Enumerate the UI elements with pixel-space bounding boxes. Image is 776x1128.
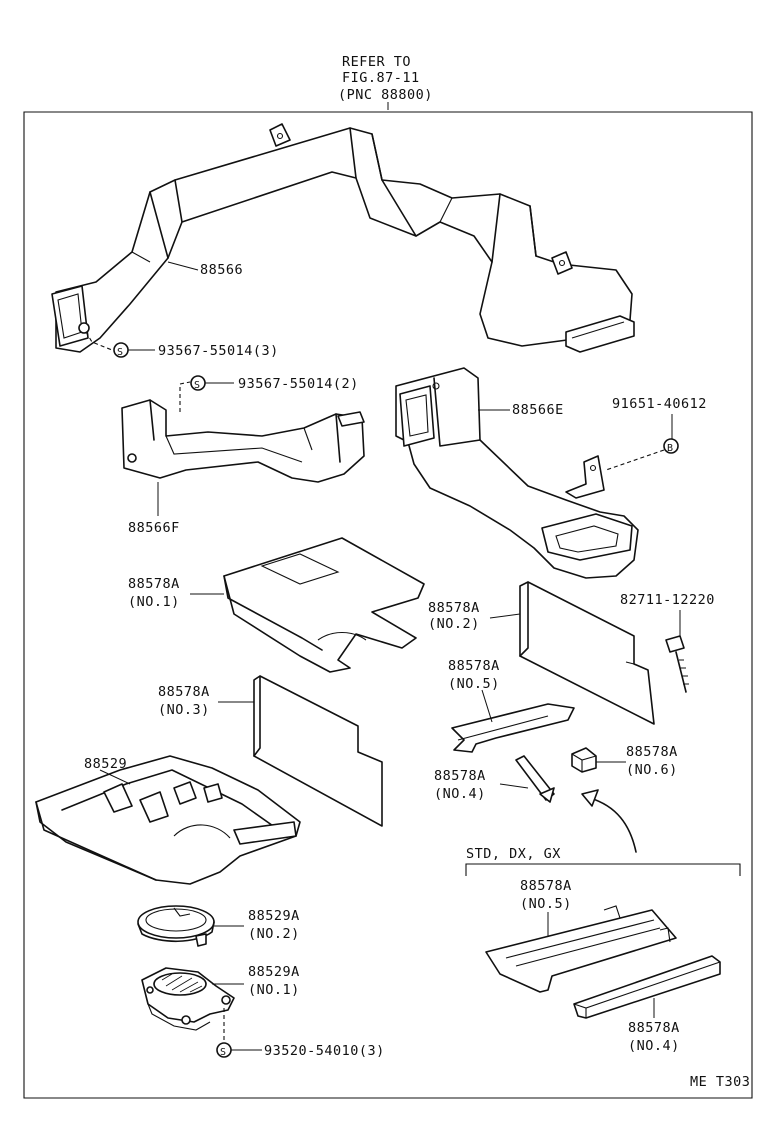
label-88529A-no1-part: 88529A — [248, 964, 300, 980]
duct-88566F — [121, 399, 365, 483]
label-88578A-no5-part: 88578A — [448, 658, 500, 674]
screw2-dash — [179, 381, 191, 412]
screw-icon: S — [216, 1042, 232, 1058]
label-88578A-no2-sub: (NO.2) — [428, 616, 480, 632]
pad-88578A-no3 — [253, 675, 383, 827]
svg-text:S: S — [194, 380, 201, 391]
label-std-88578A-no4-part: 88578A — [628, 1020, 680, 1036]
label-88566E: 88566E — [512, 402, 564, 418]
curved-arrow — [589, 797, 637, 853]
label-88578A-no6-part: 88578A — [626, 744, 678, 760]
label-88529A-no2-sub: (NO.2) — [248, 926, 300, 942]
refer-note-line2: FIG.87-11 — [342, 70, 420, 86]
clip-icon — [665, 635, 689, 693]
pad-88578A-no1 — [223, 537, 425, 673]
bar-88578A-no4 — [515, 755, 555, 803]
arrow-head — [581, 789, 599, 807]
refer-note-line1: REFER TO — [342, 54, 411, 70]
label-88578A-no1-sub: (NO.1) — [128, 594, 180, 610]
label-88578A-no6-sub: (NO.6) — [626, 762, 678, 778]
svg-text:S: S — [220, 1047, 227, 1058]
leader-88566 — [167, 261, 199, 271]
plate-88578A-no5 — [451, 703, 575, 753]
ladder-88578A-no5 — [485, 905, 677, 993]
duct-88566 — [51, 123, 635, 353]
svg-text:S: S — [117, 347, 124, 358]
housing-88529 — [35, 755, 301, 885]
label-88566F: 88566F — [128, 520, 180, 536]
variant-group-bracket — [465, 863, 741, 876]
label-88578A-no1-part: 88578A — [128, 576, 180, 592]
label-bolt: 91651-40612 — [612, 396, 707, 412]
label-clip: 82711-12220 — [620, 592, 715, 608]
screw-icon: S — [113, 342, 129, 358]
bar-std-88578A-no4 — [573, 955, 721, 1019]
label-screw3: 93520-54010(3) — [264, 1043, 385, 1059]
svg-text:B: B — [667, 443, 674, 454]
label-88578A-no4-part: 88578A — [434, 768, 486, 784]
group-frame — [23, 111, 753, 1099]
label-std-88578A-no4-sub: (NO.4) — [628, 1038, 680, 1054]
leader-88578A-no2 — [489, 613, 521, 619]
label-screw1: 93567-55014(3) — [158, 343, 279, 359]
label-88529: 88529 — [84, 756, 127, 772]
leader-88578A-no5 — [481, 689, 493, 723]
label-88578A-no3-part: 88578A — [158, 684, 210, 700]
leader-88578A-no4 — [499, 783, 529, 789]
leader-88529 — [99, 769, 131, 785]
label-screw2: 93567-55014(2) — [238, 376, 359, 392]
screw1-dash — [85, 331, 113, 351]
label-88578A-no2-part: 88578A — [428, 600, 480, 616]
duct-88566E — [395, 367, 639, 579]
variant-group-label: STD, DX, GX — [466, 846, 561, 862]
label-88578A-no3-sub: (NO.3) — [158, 702, 210, 718]
label-88529A-no2-part: 88529A — [248, 908, 300, 924]
label-88529A-no1-sub: (NO.1) — [248, 982, 300, 998]
bolt-dash — [605, 449, 665, 471]
screw-icon: S — [190, 375, 206, 391]
label-88578A-no5-sub: (NO.5) — [448, 676, 500, 692]
label-88578A-no4-sub: (NO.4) — [434, 786, 486, 802]
block-88578A-no6 — [571, 747, 597, 773]
pad-88578A-no2 — [519, 581, 655, 725]
label-std-88578A-no5-part: 88578A — [520, 878, 572, 894]
label-88566: 88566 — [200, 262, 243, 278]
ring-88529A-no2 — [137, 905, 215, 947]
refer-note: REFER TO FIG.87-11 (PNC 88800) — [338, 54, 433, 103]
footer-code: ME T303 — [690, 1074, 750, 1090]
label-std-88578A-no5-sub: (NO.5) — [520, 896, 572, 912]
motor-88529A-no1 — [141, 967, 235, 1031]
refer-note-line3: (PNC 88800) — [338, 87, 433, 103]
bolt-icon: B — [663, 438, 679, 454]
